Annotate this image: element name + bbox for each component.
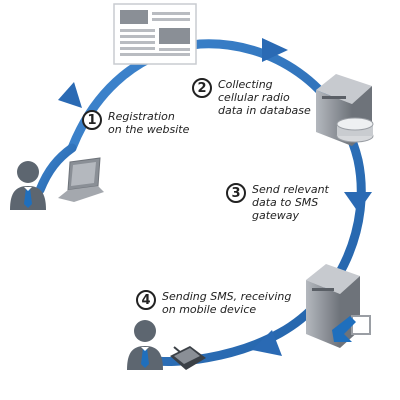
step-4-label: Sending SMS, receiving on mobile device [162, 290, 292, 316]
cycle-arc-left [35, 143, 77, 195]
step-3-number: 3 [226, 183, 246, 203]
step-1-label: Registration on the website [108, 110, 190, 136]
step-2: 2 Collecting cellular radio data in data… [192, 78, 311, 117]
user-with-mobile-icon [127, 320, 206, 370]
database-server-icon [316, 74, 374, 146]
sms-gateway-server-icon [306, 264, 371, 348]
user-with-laptop-icon [10, 157, 104, 210]
arrowhead-step3 [344, 192, 372, 212]
arrowhead-step4 [252, 330, 282, 356]
step-4-number: 4 [136, 290, 156, 310]
step-2-label: Collecting cellular radio data in databa… [218, 78, 311, 117]
step-1-number: 1 [82, 110, 102, 130]
arrowhead-step2 [262, 38, 288, 62]
step-3: 3 Send relevant data to SMS gateway [226, 183, 329, 222]
step-1: 1 Registration on the website [82, 110, 189, 136]
step-4: 4 Sending SMS, receiving on mobile devic… [136, 290, 291, 316]
website-document-icon [113, 3, 197, 65]
step-2-number: 2 [192, 78, 212, 98]
arrowhead-step1 [58, 82, 82, 108]
step-3-label: Send relevant data to SMS gateway [252, 183, 329, 222]
